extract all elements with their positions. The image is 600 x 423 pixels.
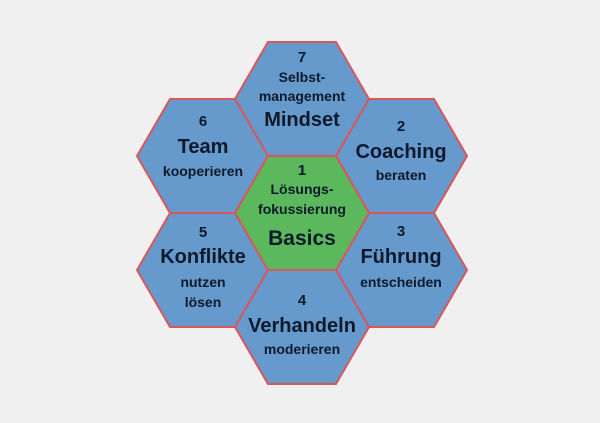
hexagon-shape [233, 155, 371, 271]
hexagon-title: Verhandeln [248, 315, 356, 337]
hexagon-number: 7 [298, 49, 306, 66]
hexagon-title: Führung [360, 246, 441, 268]
hexagon-basics: 1 Lösungs- fokussierung Basics [233, 155, 371, 271]
hexagon-subtitle: nutzen [180, 274, 225, 290]
hexagon-title: Konflikte [160, 246, 246, 268]
hexagon-subtitle: moderieren [264, 341, 340, 357]
hexagon-number: 5 [199, 224, 207, 241]
hexagon-subtitle: management [259, 88, 346, 104]
hexagon-title: Mindset [264, 109, 340, 131]
hexagon-subtitle: beraten [376, 167, 427, 183]
hexagon-number: 3 [397, 223, 405, 240]
hexagon-number: 1 [298, 162, 306, 179]
hexagon-number: 2 [397, 118, 405, 135]
hexagon-fuehrung: 3 Führung entscheiden [334, 212, 469, 328]
hexagon-subtitle: fokussierung [258, 201, 346, 217]
hexagon-subtitle: entscheiden [360, 274, 442, 290]
hexagon-subtitle: Selbst- [279, 69, 326, 85]
hexagon-title: Coaching [355, 141, 446, 163]
hexagon-subtitle: lösen [185, 294, 222, 310]
hexagon-title: Basics [268, 227, 336, 250]
hexagon-number: 6 [199, 113, 207, 130]
hexagon-subtitle: Lösungs- [271, 181, 334, 197]
hexagon-verhandeln: 4 Verhandeln moderieren [233, 269, 371, 385]
hexagon-number: 4 [298, 292, 307, 309]
hexagon-title: Team [178, 136, 229, 158]
hexagon-selbstmanagement: 7 Selbst- management Mindset [233, 41, 371, 157]
hexagon-subtitle: kooperieren [163, 163, 243, 179]
